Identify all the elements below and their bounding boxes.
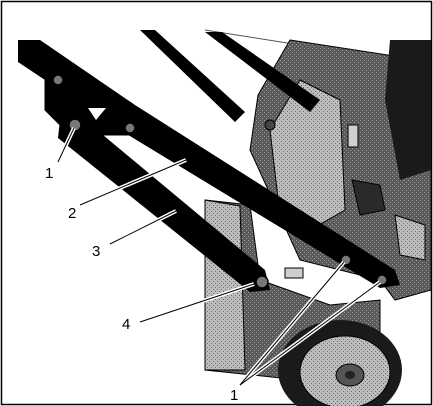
callout-1-top: 1	[45, 165, 53, 182]
leader-lines-core	[57, 127, 381, 386]
spacer-block	[284, 267, 304, 279]
callout-4: 4	[122, 316, 130, 333]
callout-2: 2	[68, 205, 76, 222]
handle-tube-upper	[140, 30, 245, 122]
bolt-center	[255, 275, 269, 289]
lower-frame-bar	[58, 120, 270, 292]
handle-tube-upper-right	[205, 32, 320, 112]
bolt-right	[124, 122, 136, 134]
callout-1-bottom: 1	[230, 387, 238, 404]
bolt-top	[52, 74, 64, 86]
wheel	[278, 320, 402, 406]
callout-3: 3	[92, 243, 100, 260]
